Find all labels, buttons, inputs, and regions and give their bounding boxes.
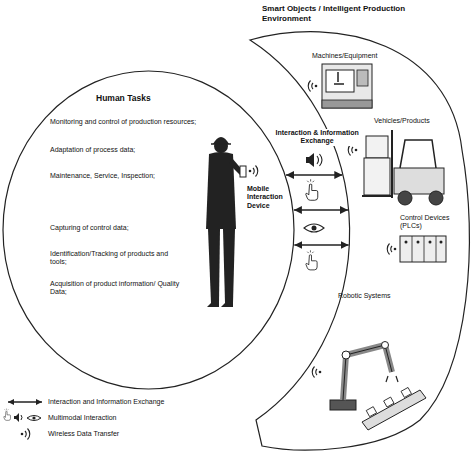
node-outline [240, 0, 474, 456]
task-item: Monitoring and control of production res… [50, 118, 228, 126]
machine-icon [322, 100, 372, 108]
person-figure [223, 229, 235, 303]
plc-icon [387, 236, 446, 262]
exchange-arrow [294, 209, 348, 211]
plc-icon [405, 241, 408, 244]
vehicle-label: Vehicles/Products [374, 117, 454, 125]
region-outline [250, 32, 469, 450]
plc-icon [417, 241, 420, 244]
legend-samples [27, 416, 41, 421]
forklift-icon [366, 136, 388, 158]
exchange-arrow [286, 174, 342, 176]
plc-icon [429, 241, 432, 244]
legend-text: Interaction and Information Exchange [48, 398, 228, 406]
legend-samples [8, 401, 42, 403]
robot-icon [401, 387, 411, 397]
forklift-icon [348, 130, 444, 205]
machine-icon [326, 70, 354, 92]
robot-icon [342, 351, 350, 359]
robot-icon [386, 376, 398, 382]
modality-icons [306, 179, 318, 200]
task-item: Adaptation of process data; [50, 146, 200, 154]
edge-label: Interaction & Information Exchange [273, 129, 361, 146]
legend-samples [21, 415, 22, 420]
modality-icons [304, 153, 324, 270]
robot-icon [312, 342, 426, 431]
forklift-icon [348, 145, 357, 156]
task-ellipse: Human TasksMonitoring and control of pro… [2, 70, 295, 390]
plc-label: Control Devices (PLCs) [400, 214, 460, 231]
robot-icon [366, 407, 376, 417]
modality-icons [317, 154, 322, 166]
person-figure [249, 166, 258, 177]
environment-region: Smart Objects / Intelligent Production E… [240, 0, 474, 456]
machine-icon [357, 70, 368, 86]
legend-text: Multimodal Interaction [48, 414, 228, 422]
legend-samples [4, 409, 11, 421]
machine-icon [308, 81, 317, 92]
ellipse-heading: Human Tasks [96, 93, 176, 103]
robot-icon [343, 345, 392, 400]
robot-icon [362, 390, 426, 430]
forklift-icon [364, 158, 390, 195]
legend-samples [4, 402, 42, 440]
task-item: Maintenance, Service, Inspection; [50, 172, 200, 180]
plc-icon [440, 241, 443, 244]
modality-icons [306, 153, 314, 167]
forklift-icon [398, 191, 412, 205]
modality-icons [312, 226, 317, 231]
person-figure [207, 303, 219, 307]
legend-samples [21, 429, 30, 440]
task-item: Capturing of control data; [50, 224, 200, 232]
machine-icon [322, 64, 372, 108]
modality-icons [306, 250, 317, 270]
machine-icon [308, 64, 372, 108]
person-figure [213, 137, 229, 144]
person-figure [221, 303, 233, 307]
machine-label: Machines/Equipment [312, 52, 402, 60]
plc-icon [387, 244, 396, 255]
plc-icon [412, 236, 436, 262]
person-figure [206, 137, 258, 307]
machine-icon [334, 72, 344, 84]
robot-icon [382, 342, 389, 349]
person-figure [211, 143, 231, 145]
forklift-icon [394, 168, 444, 194]
device-label: Mobile Interaction Device [247, 185, 287, 210]
robot-icon [312, 367, 321, 378]
exchange-arrow [294, 244, 348, 246]
modality-icons [304, 224, 324, 232]
region-heading: Smart Objects / Intelligent Production E… [262, 4, 410, 23]
task-item: Identification/Tracking of products and … [50, 250, 186, 267]
robot-icon [343, 345, 392, 400]
legend-samples [14, 413, 19, 422]
person-figure [208, 229, 220, 303]
task-item: Acquisition of product information/ Qual… [50, 280, 186, 297]
robot-label: Robotic Systems [338, 292, 418, 300]
forklift-icon [429, 191, 443, 205]
robot-icon [384, 397, 394, 407]
forklift-icon [362, 130, 392, 198]
person-figure [240, 166, 246, 177]
ellipse-outline [3, 71, 294, 389]
legend-text: Wireless Data Transfer [48, 430, 228, 438]
plc-icon [400, 236, 446, 262]
legend-samples [32, 416, 35, 419]
robot-icon [330, 400, 356, 410]
forklift-icon [400, 140, 436, 168]
